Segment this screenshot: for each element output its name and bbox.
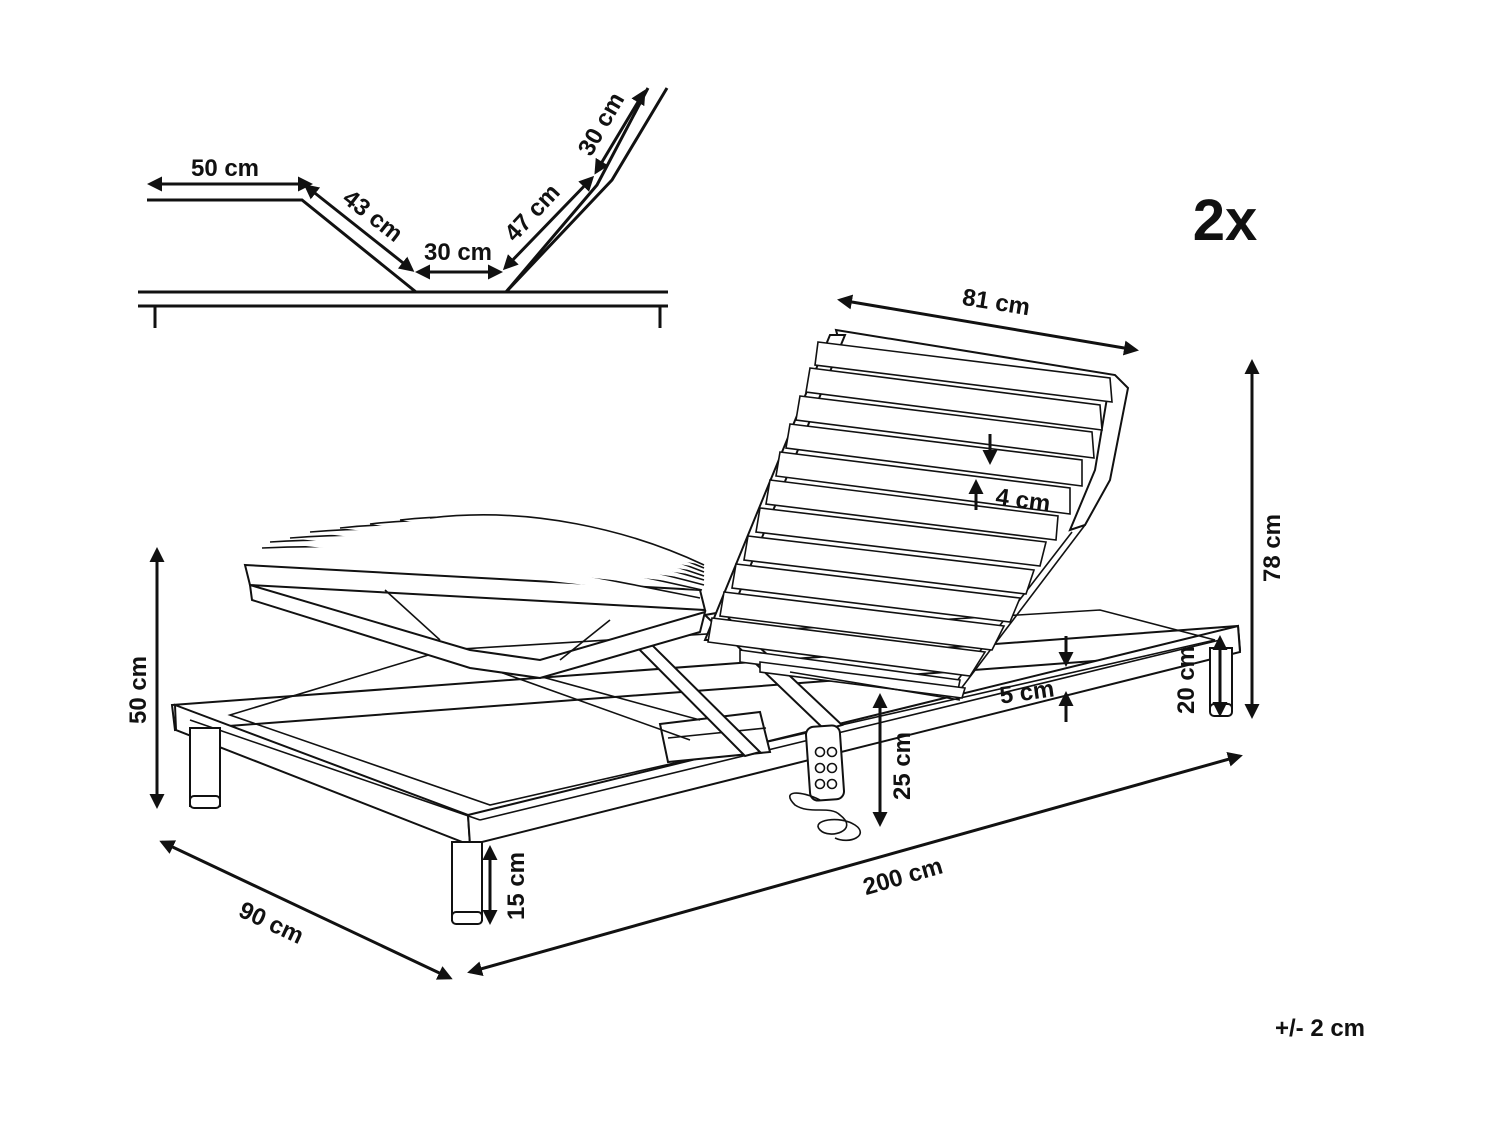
length-arrow: [467, 752, 1243, 976]
tolerance-label: +/- 2 cm: [1275, 1015, 1365, 1042]
leg-front-right: [451, 841, 483, 925]
seat-slats: [739, 649, 967, 701]
leg-section-label: 50 cm: [191, 155, 259, 182]
head-section-label: 30 cm: [573, 88, 630, 160]
quantity-label: 2x: [1193, 188, 1258, 253]
width-arrow: [159, 840, 453, 980]
leg-front-left: [189, 727, 221, 809]
knee-section-arrow: [303, 184, 415, 272]
backrest-width-label: 81 cm: [960, 284, 1031, 321]
slat-gap-label: 5 cm: [998, 675, 1056, 709]
bed-drawing: [170, 328, 1242, 925]
seat-section-label: 30 cm: [424, 239, 492, 266]
leg-section-slats: [261, 514, 705, 599]
side-height-label: 20 cm: [1173, 646, 1200, 714]
backrest-slats: [707, 341, 1113, 677]
frame-height-label: 25 cm: [889, 732, 916, 800]
back-section-arrow: [502, 175, 595, 271]
back-section-label: 47 cm: [499, 179, 565, 247]
leg-height-label: 15 cm: [503, 852, 530, 920]
total-height-label: 78 cm: [1259, 514, 1286, 582]
foot-height-label: 50 cm: [125, 656, 152, 724]
backrest-width-arrow: [837, 294, 1139, 356]
head-section-arrow: [594, 89, 646, 175]
backrest-section: [703, 328, 1130, 691]
bed-dimension-lines: [149, 294, 1260, 980]
profile-diagram: 50 cm 43 cm 30 cm 47 cm 30 cm: [138, 87, 669, 328]
